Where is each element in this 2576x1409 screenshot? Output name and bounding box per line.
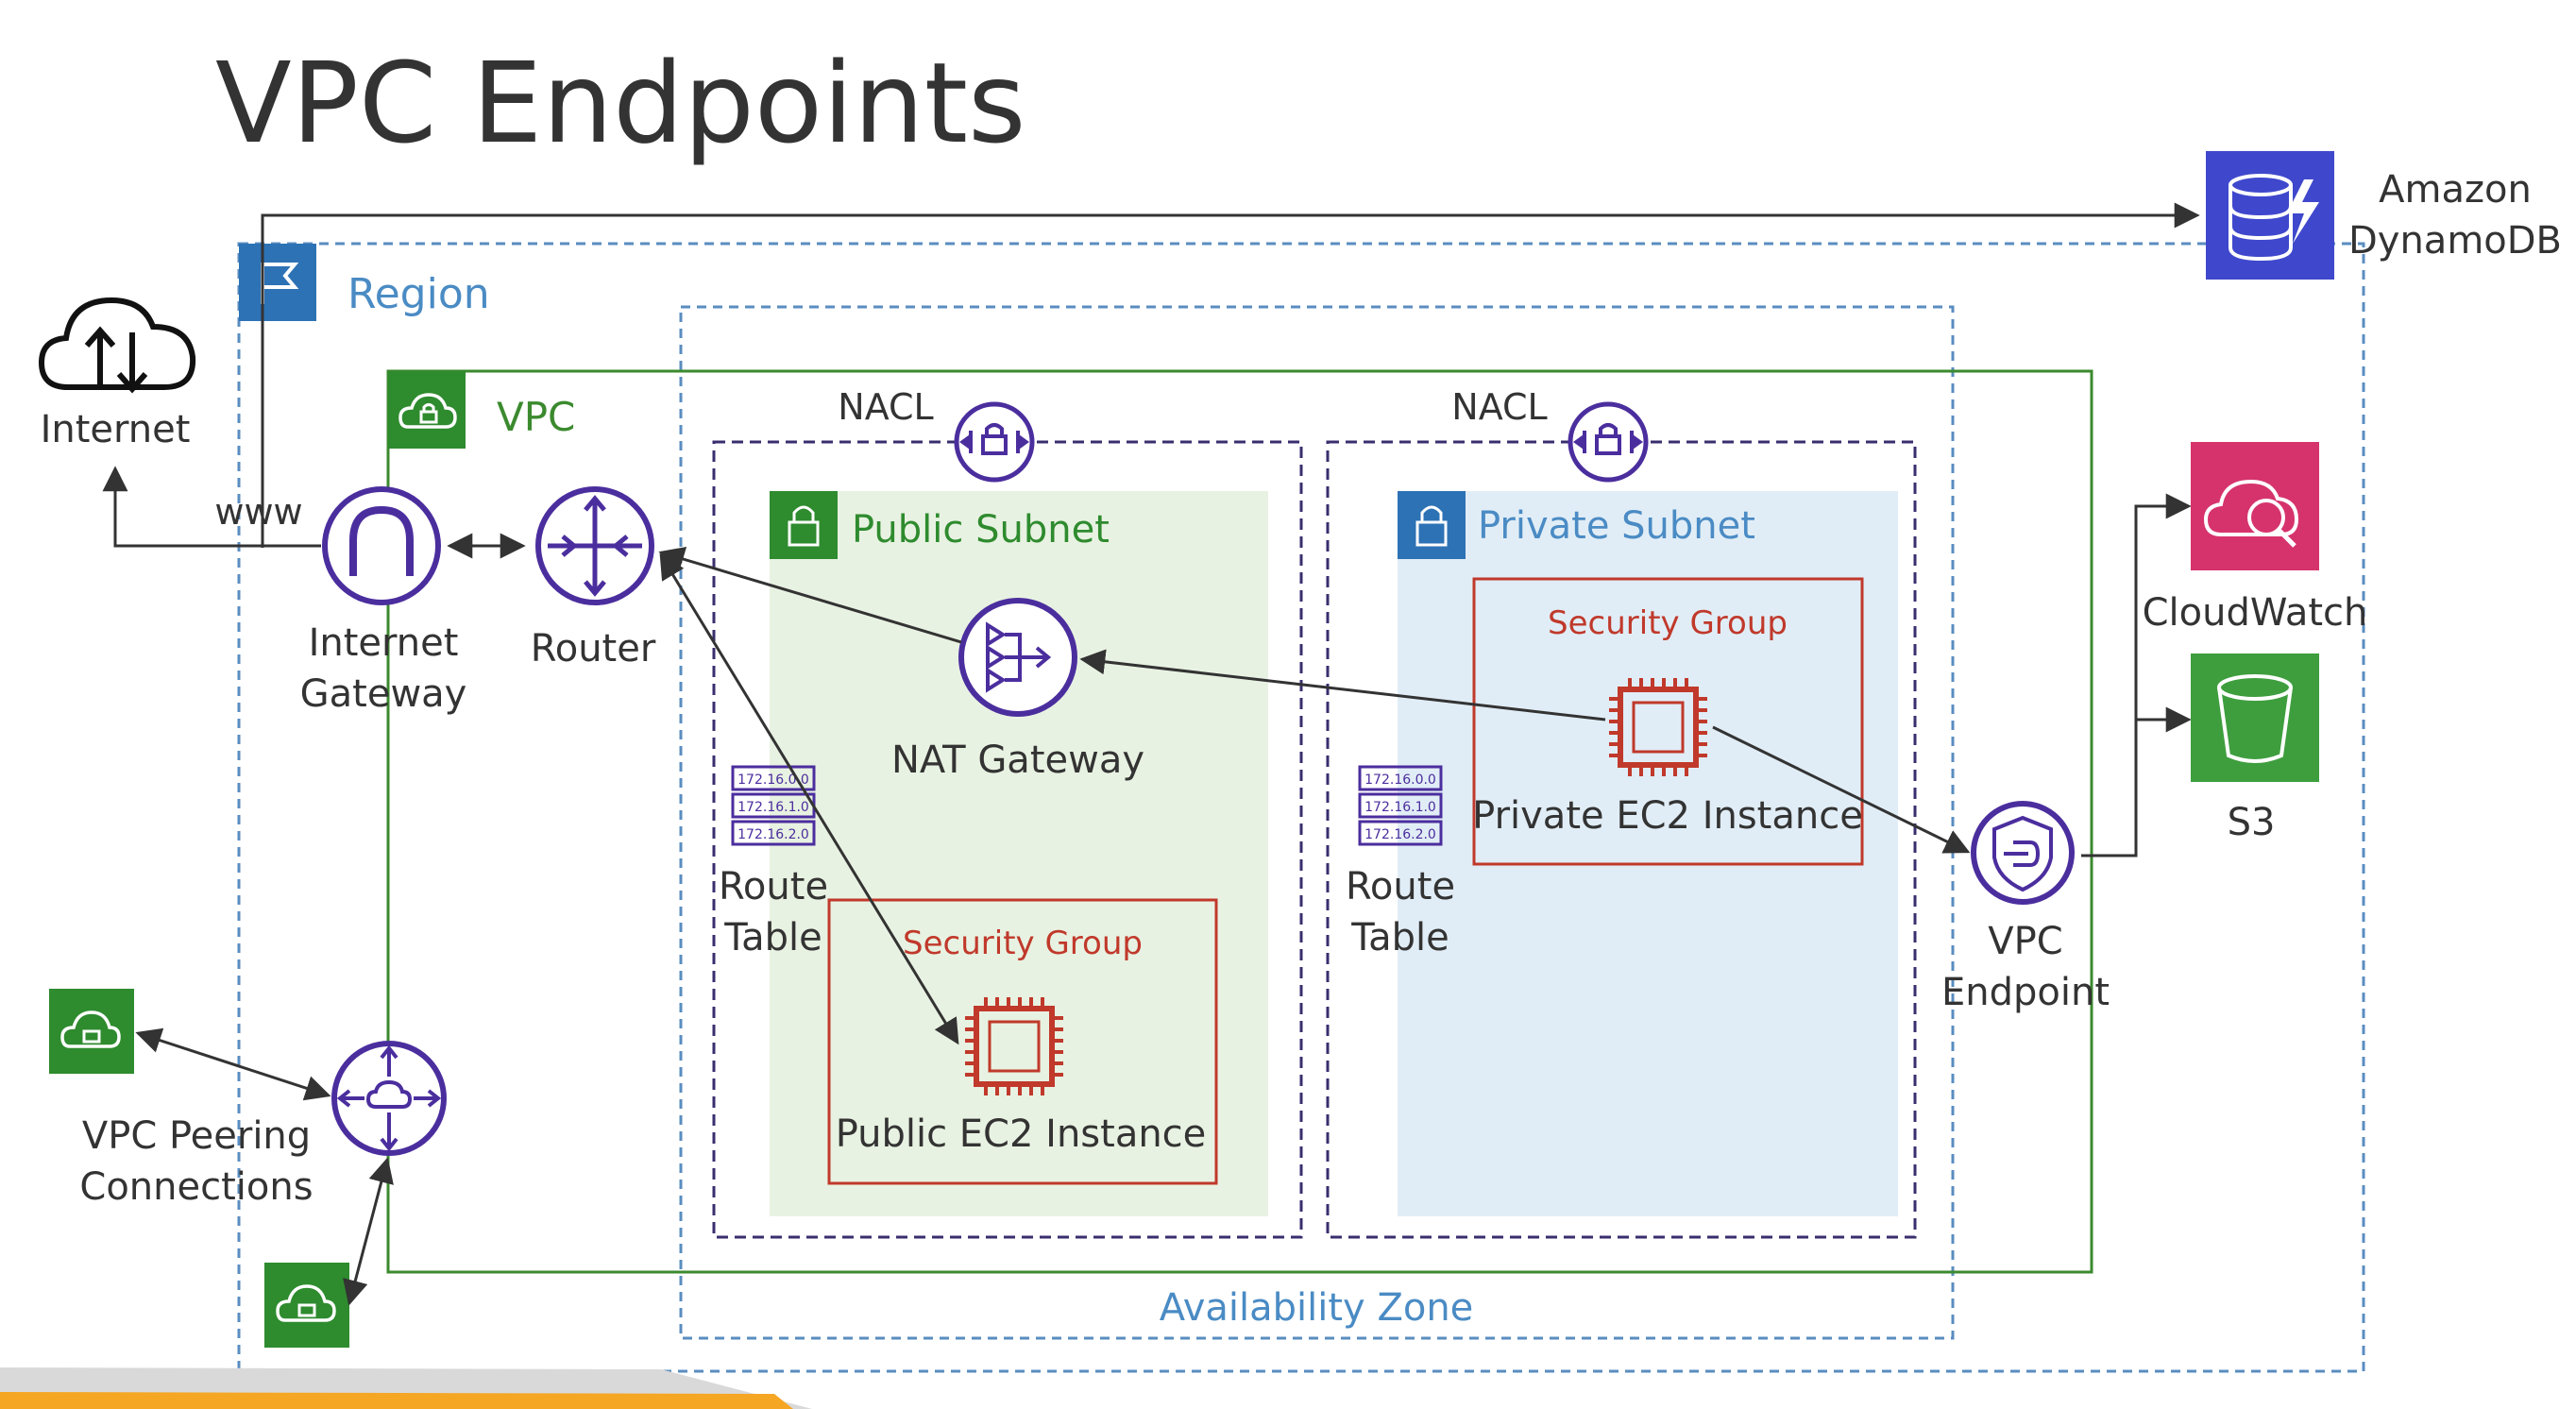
dynamodb-icon	[2206, 151, 2334, 280]
public-subnet-label: Public Subnet	[852, 508, 1110, 552]
slide-accent-orange	[0, 1392, 793, 1409]
private-subnet-area	[1398, 491, 1898, 1216]
route-entry: 172.16.1.0	[737, 800, 809, 815]
availability-zone-label: Availability Zone	[1160, 1286, 1474, 1330]
router-label: Router	[531, 627, 656, 671]
security-group-private-label: Security Group	[1548, 604, 1788, 642]
dynamodb-label-line1: Amazon	[2379, 168, 2532, 212]
route-entry: 172.16.1.0	[1364, 800, 1436, 815]
ec2-chip-icon	[1609, 678, 1707, 776]
internet-gateway-label-line1: Internet	[309, 621, 459, 665]
private-subnet-lock-icon	[1398, 491, 1466, 559]
internet-gateway-label-line2: Gateway	[300, 672, 467, 716]
vpc-cloud-lock-icon	[388, 371, 466, 449]
route-table-icon: 172.16.0.0 172.16.1.0 172.16.2.0	[1358, 765, 1443, 846]
connector-endpoint-cloudwatch	[2081, 493, 2192, 857]
internet-label: Internet	[41, 408, 191, 451]
region-label: Region	[347, 270, 490, 318]
nat-gateway-icon	[958, 598, 1077, 717]
cloudwatch-icon	[2191, 442, 2319, 570]
security-group-public-label: Security Group	[903, 925, 1143, 962]
vpc-endpoint-label-line2: Endpoint	[1941, 971, 2110, 1014]
vpc-peer-bottom-icon	[264, 1263, 349, 1348]
region-flag-icon	[239, 244, 316, 321]
route-table-public-label-line2: Table	[723, 916, 822, 959]
security-group-private-box	[1472, 577, 1864, 866]
route-entry: 172.16.2.0	[1364, 827, 1436, 842]
vpc-peering-label-line1: VPC Peering	[82, 1114, 311, 1158]
cloud-upload-download-icon	[38, 297, 196, 394]
private-ec2-label: Private EC2 Instance	[1472, 794, 1863, 838]
vpc-peering-label-line2: Connections	[79, 1165, 313, 1209]
page-title: VPC Endpoints	[215, 38, 1025, 168]
connector-private-ec2-nat	[1079, 649, 1606, 721]
dynamodb-label-line2: DynamoDB	[2348, 219, 2562, 263]
vpc-boundary	[386, 369, 2093, 1274]
ec2-chip-icon	[965, 997, 1063, 1095]
vpc-label: VPC	[497, 394, 575, 440]
private-subnet-label: Private Subnet	[1478, 504, 1755, 548]
connector-public-ec2-router	[659, 552, 959, 1045]
connector-peering-left	[135, 1027, 331, 1101]
public-subnet-lock-icon	[770, 491, 838, 559]
route-table-public-label-line1: Route	[719, 865, 828, 908]
route-entry: 172.16.2.0	[737, 827, 809, 842]
nacl-private-label: NACL	[1451, 386, 1547, 428]
router-icon	[535, 486, 654, 605]
nacl-lock-icon	[954, 401, 1035, 483]
nat-gateway-label: NAT Gateway	[891, 738, 1144, 782]
s3-bucket-icon	[2191, 654, 2319, 782]
connector-peering-bottom	[343, 1157, 394, 1306]
region-boundary	[237, 242, 2365, 1373]
nacl-lock-icon	[1568, 401, 1649, 483]
public-ec2-label: Public EC2 Instance	[836, 1112, 1207, 1156]
route-table-private-label-line2: Table	[1350, 916, 1449, 959]
vpc-peer-left-icon	[49, 989, 134, 1074]
s3-label: S3	[2228, 801, 2276, 844]
vpc-endpoint-label-line1: VPC	[1988, 920, 2062, 963]
route-entry: 172.16.0.0	[1364, 772, 1436, 788]
www-label: www	[214, 491, 302, 533]
connector-to-dynamodb	[261, 202, 2200, 548]
internet-gateway-icon	[322, 486, 441, 605]
connector-igw-to-internet	[102, 466, 321, 548]
nacl-public-label: NACL	[838, 386, 933, 428]
connector-private-ec2-endpoint	[1712, 725, 1971, 854]
route-table-private-label-line1: Route	[1346, 865, 1455, 908]
cloudwatch-label: CloudWatch	[2143, 591, 2368, 635]
availability-zone-boundary	[679, 305, 1955, 1340]
peering-router-icon	[331, 1041, 447, 1156]
vpc-endpoint-icon	[1971, 801, 2075, 905]
route-table-icon: 172.16.0.0 172.16.1.0 172.16.2.0	[731, 765, 816, 846]
